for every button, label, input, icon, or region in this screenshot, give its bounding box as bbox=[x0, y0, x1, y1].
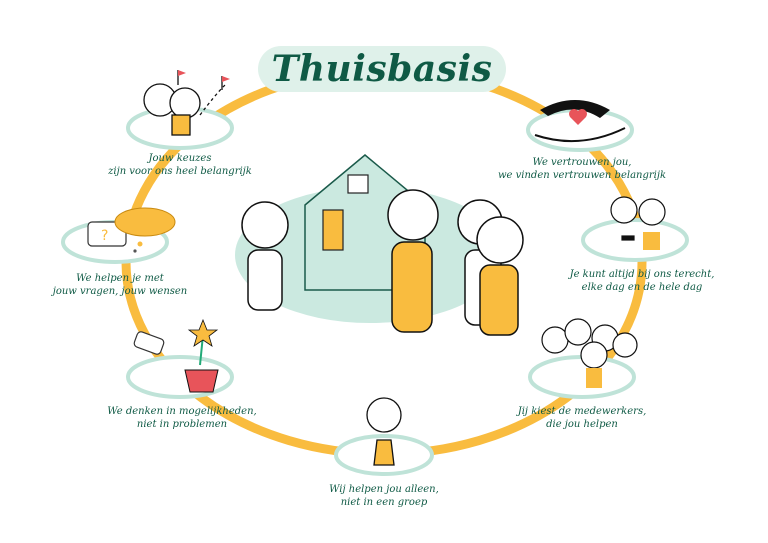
label-alone: Wij helpen jou alleen, niet in een groep bbox=[264, 483, 504, 509]
label-line: Je kunt altijd bij ons terecht, bbox=[569, 269, 715, 280]
label-line: We vertrouwen jou, bbox=[532, 157, 632, 168]
label-choices: Jouw keuzes zijn voor ons heel belangrij… bbox=[60, 152, 300, 178]
page-title: Thuisbasis bbox=[271, 48, 493, 90]
label-line: zijn voor ons heel belangrijk bbox=[108, 166, 252, 177]
label-line: jouw vragen, jouw wensen bbox=[52, 286, 188, 297]
label-trust: We vertrouwen jou, we vinden vertrouwen … bbox=[462, 156, 702, 182]
title-banner: Thuisbasis bbox=[258, 46, 506, 92]
label-line: die jou helpen bbox=[546, 419, 618, 430]
platform-always bbox=[581, 218, 689, 262]
label-line: Jij kiest de medewerkers, bbox=[517, 406, 647, 417]
handshake-icon bbox=[610, 196, 666, 250]
label-line: niet in een groep bbox=[340, 497, 428, 508]
heart-hands-icon bbox=[534, 100, 626, 143]
choice-path-icon bbox=[143, 70, 230, 136]
group-icon bbox=[541, 318, 638, 388]
svg-text:?: ? bbox=[101, 228, 108, 244]
label-choose-staff: Jij kiest de medewerkers, die jou helpen bbox=[462, 405, 702, 431]
label-possibilities: We denken in mogelijkheden, niet in prob… bbox=[62, 405, 302, 431]
label-questions: We helpen je met jouw vragen, jouw wense… bbox=[0, 272, 240, 298]
thought-bubble-icon: ? bbox=[87, 207, 176, 253]
watering-plant-icon bbox=[133, 318, 219, 393]
label-line: niet in problemen bbox=[136, 419, 228, 430]
label-line: Wij helpen jou alleen, bbox=[329, 484, 439, 495]
label-always: Je kunt altijd bij ons terecht, elke dag… bbox=[522, 268, 762, 294]
label-line: we vinden vertrouwen belangrijk bbox=[497, 170, 667, 181]
label-line: elke dag en de hele dag bbox=[581, 282, 703, 293]
platform-choose-staff bbox=[528, 355, 636, 399]
label-line: Jouw keuzes bbox=[148, 153, 212, 164]
label-line: We denken in mogelijkheden, bbox=[107, 406, 257, 417]
single-person-icon bbox=[366, 397, 402, 466]
people-figures-icon bbox=[241, 189, 524, 336]
label-line: We helpen je met bbox=[76, 273, 164, 284]
